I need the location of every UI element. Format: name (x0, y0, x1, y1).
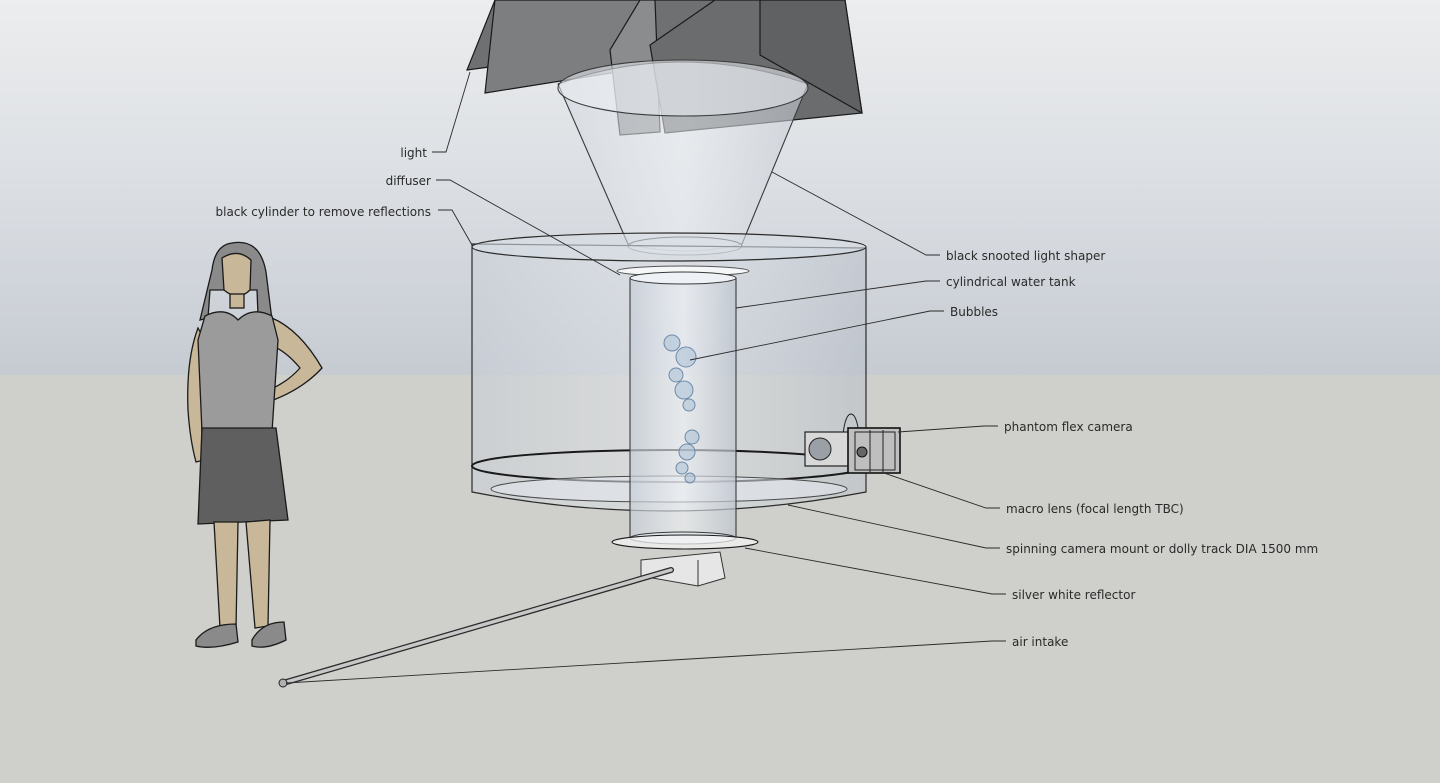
label-diffuser: diffuser (386, 174, 431, 188)
bubble-2 (668, 367, 684, 383)
leader-diffuser (436, 179, 621, 276)
bubbles-group (663, 334, 700, 484)
labels: light diffuser black cylinder to remove … (216, 146, 1319, 649)
label-camera-mount: spinning camera mount or dolly track DIA… (1006, 542, 1318, 556)
label-macro-lens: macro lens (focal length TBC) (1006, 502, 1184, 516)
label-black-cylinder: black cylinder to remove reflections (216, 205, 431, 219)
label-air-intake: air intake (1012, 635, 1068, 649)
inner-water-tube (629, 271, 737, 545)
bubble-1 (675, 346, 697, 368)
leader-reflector (744, 547, 1006, 595)
bubble-0 (663, 334, 681, 352)
label-light: light (400, 146, 427, 160)
leader-lines (285, 71, 1006, 684)
leader-air-intake (285, 640, 1006, 684)
label-camera: phantom flex camera (1004, 420, 1133, 434)
air-box (640, 551, 726, 587)
leader-black-cylinder (438, 209, 473, 246)
phantom-camera (804, 413, 901, 474)
leader-camera (897, 425, 998, 433)
bubble-5 (684, 429, 700, 445)
bubble-3 (674, 380, 694, 400)
label-bubbles: Bubbles (950, 305, 998, 319)
bubble-8 (684, 472, 696, 484)
leader-water-tank (735, 280, 940, 309)
human-scale-figure (187, 241, 323, 648)
bubble-7 (675, 461, 689, 475)
leader-camera-mount (787, 504, 1000, 549)
light-panel-right-side (759, 0, 863, 115)
bubble-4 (682, 398, 696, 412)
leader-light-shaper (771, 171, 940, 256)
bubble-6 (678, 443, 696, 461)
leader-macro-lens (883, 472, 1000, 509)
label-light-shaper: black snooted light shaper (946, 249, 1105, 263)
label-water-tank: cylindrical water tank (946, 275, 1076, 289)
leader-bubbles (689, 310, 944, 361)
air-intake-pipe (278, 567, 674, 688)
leader-light (432, 71, 471, 153)
label-reflector: silver white reflector (1012, 588, 1135, 602)
reflector-disk (611, 534, 759, 550)
